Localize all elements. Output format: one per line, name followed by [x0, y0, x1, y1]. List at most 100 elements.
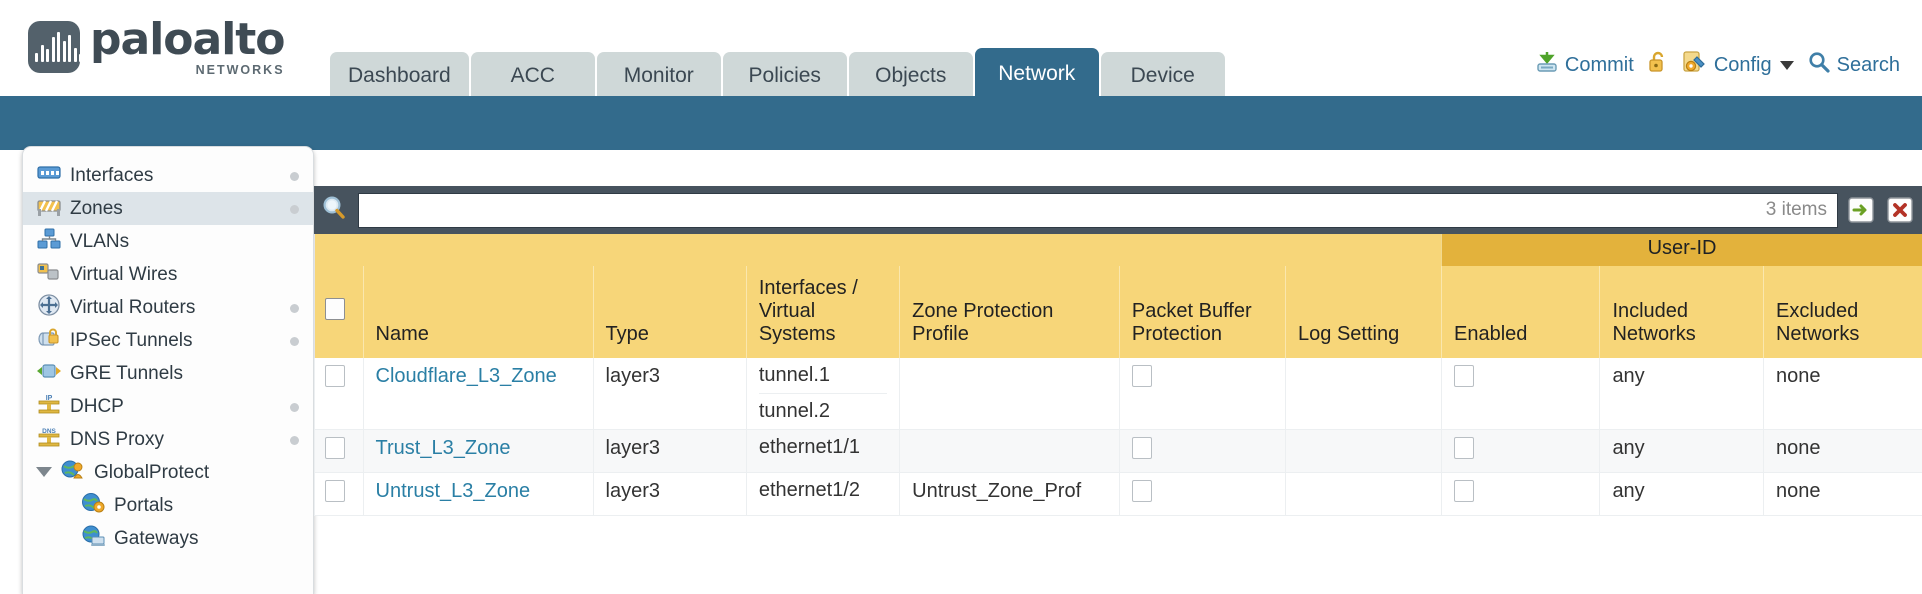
sidebar-item-vlans[interactable]: VLANs: [23, 225, 313, 258]
row-select-checkbox[interactable]: [325, 480, 345, 502]
sidebar-item-label: Interfaces: [70, 164, 154, 186]
cell-log-setting: [1285, 472, 1442, 516]
cell-userid-enabled[interactable]: [1441, 472, 1600, 516]
tab-device[interactable]: Device: [1100, 52, 1225, 100]
cell-packet-buffer-protection[interactable]: [1118, 429, 1286, 473]
chevron-down-icon[interactable]: [36, 467, 52, 477]
sidebar-item-gre-tunnels[interactable]: GRE Tunnels: [23, 357, 313, 390]
cell-interfaces: ethernet1/2: [745, 472, 900, 516]
interface-list: ethernet1/1: [759, 430, 887, 465]
sidebar-item-virtual-wires[interactable]: Virtual Wires: [23, 258, 313, 291]
cell-userid-enabled[interactable]: [1441, 358, 1600, 430]
sidebar-item-globalprotect[interactable]: GlobalProtect: [23, 456, 313, 489]
utility-links: Commit: [1535, 50, 1900, 80]
sidebar-item-status-dot: [290, 205, 299, 214]
brand-name: paloalto: [90, 14, 286, 65]
included-networks: any: [1612, 480, 1645, 502]
cell-userid-enabled[interactable]: [1441, 429, 1600, 473]
zone-name-link[interactable]: Trust_L3_Zone: [375, 437, 511, 459]
select-all-checkbox[interactable]: [324, 298, 345, 320]
column-header-label: Log Setting: [1298, 323, 1400, 345]
column-header-packet-buffer-protection[interactable]: Packet Buffer Protection: [1118, 266, 1286, 358]
row-select-cell[interactable]: [314, 429, 364, 473]
virtual-routers-icon: [37, 293, 61, 322]
excluded-networks: none: [1775, 480, 1821, 502]
filter-input[interactable]: 3 items: [358, 192, 1838, 228]
column-header-interfaces-virtual-systems[interactable]: Interfaces / Virtual Systems: [745, 266, 900, 358]
column-header-enabled[interactable]: Enabled: [1441, 266, 1600, 358]
column-header-name[interactable]: Name: [362, 266, 594, 358]
config-label: Config: [1713, 53, 1772, 76]
column-header-log-setting[interactable]: Log Setting: [1285, 266, 1442, 358]
clear-x-icon: [1886, 197, 1913, 223]
unlock-icon: [1647, 50, 1669, 80]
column-header-label: Type: [605, 323, 649, 345]
row-select-cell[interactable]: [314, 472, 364, 516]
userid-enabled-checkbox[interactable]: [1454, 437, 1475, 459]
search-icon: [1807, 50, 1831, 80]
chevron-down-icon: [1779, 60, 1794, 70]
userid-enabled-checkbox[interactable]: [1454, 365, 1475, 387]
row-select-cell[interactable]: [314, 358, 364, 430]
tab-objects[interactable]: Objects: [848, 52, 973, 100]
packet-buffer-protection-checkbox[interactable]: [1131, 480, 1152, 502]
clear-filter-button[interactable]: [1883, 193, 1916, 227]
sidebar-item-status-dot: [290, 436, 299, 445]
apply-filter-button[interactable]: [1844, 193, 1877, 227]
zone-name-link[interactable]: Untrust_L3_Zone: [375, 480, 531, 502]
row-select-checkbox[interactable]: [325, 437, 345, 459]
tab-dashboard[interactable]: Dashboard: [330, 52, 469, 100]
cell-name: Trust_L3_Zone: [362, 429, 594, 473]
dhcp-icon: IP: [37, 393, 61, 421]
cell-packet-buffer-protection[interactable]: [1118, 472, 1286, 516]
sidebar-item-interfaces[interactable]: Interfaces: [23, 159, 313, 192]
select-all-header[interactable]: [314, 266, 364, 358]
cell-packet-buffer-protection[interactable]: [1118, 358, 1286, 430]
config-dropdown[interactable]: Config: [1682, 50, 1794, 80]
tab-acc[interactable]: ACC: [470, 52, 595, 100]
packet-buffer-protection-checkbox[interactable]: [1131, 365, 1152, 387]
cell-name: Cloudflare_L3_Zone: [362, 358, 594, 430]
tab-label: Dashboard: [348, 64, 451, 87]
column-header-included-networks[interactable]: Included Networks: [1599, 266, 1764, 358]
column-header-zone-protection-profile[interactable]: Zone Protection Profile: [899, 266, 1120, 358]
tab-policies[interactable]: Policies: [722, 52, 847, 100]
search-button[interactable]: Search: [1807, 50, 1900, 80]
sidebar-item-label: IPSec Tunnels: [70, 329, 193, 351]
virtual-wires-icon: [37, 261, 61, 289]
tab-network[interactable]: Network: [974, 48, 1099, 100]
sidebar-item-zones[interactable]: Zones: [23, 192, 313, 225]
brand-logo: paloalto NETWORKS: [28, 14, 286, 77]
commit-button[interactable]: Commit: [1535, 50, 1634, 80]
zone-name-link[interactable]: Cloudflare_L3_Zone: [375, 365, 557, 387]
brand-tagline: NETWORKS: [195, 63, 285, 77]
row-select-checkbox[interactable]: [325, 365, 345, 387]
sidebar-item-ipsec-tunnels[interactable]: IPSec Tunnels: [23, 324, 313, 357]
sidebar-item-gateways[interactable]: Gateways: [23, 522, 313, 555]
interface-item: ethernet1/2: [758, 479, 861, 501]
column-header-excluded-networks[interactable]: Excluded Networks: [1762, 266, 1922, 358]
cell-included-networks: any: [1599, 429, 1764, 473]
interfaces-icon: [37, 162, 61, 190]
sidebar-item-virtual-routers[interactable]: Virtual Routers: [23, 291, 313, 324]
unlock-button[interactable]: [1647, 50, 1669, 80]
tab-label: Device: [1130, 64, 1195, 87]
userid-enabled-checkbox[interactable]: [1454, 480, 1475, 502]
column-header-type[interactable]: Type: [592, 266, 747, 358]
interface-item: tunnel.1: [758, 358, 888, 394]
packet-buffer-protection-checkbox[interactable]: [1131, 437, 1152, 459]
svg-text:DNS: DNS: [42, 428, 56, 435]
sidebar-item-portals[interactable]: Portals: [23, 489, 313, 522]
tab-monitor[interactable]: Monitor: [596, 52, 721, 100]
